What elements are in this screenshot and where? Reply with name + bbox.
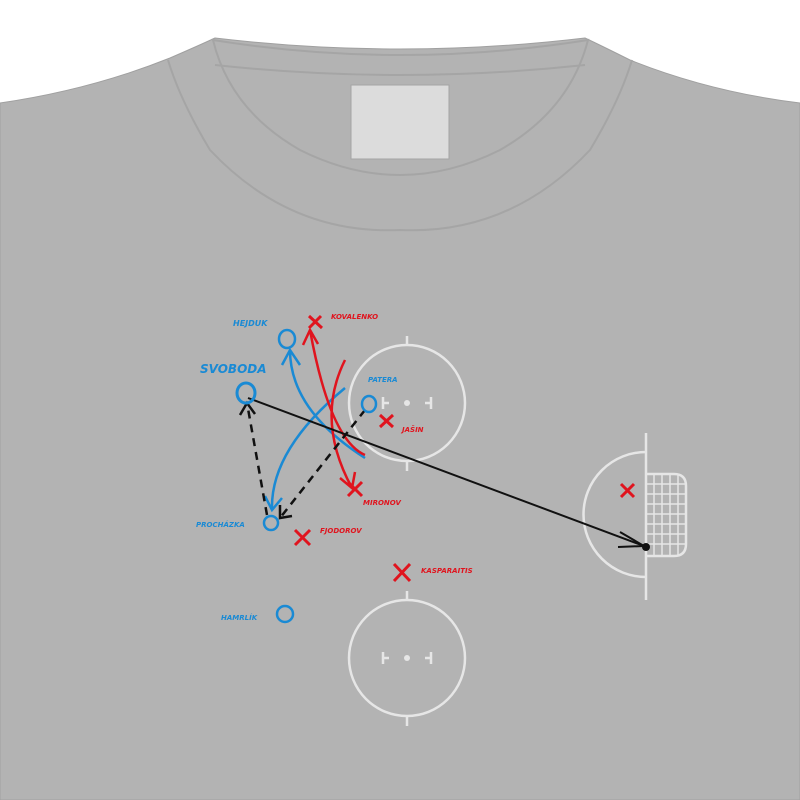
x-marker-fjodorov <box>293 528 312 547</box>
tshirt-body <box>0 37 800 800</box>
blue-player-markers <box>235 328 378 624</box>
label-hamrlik: HAMRLÍK <box>221 613 258 622</box>
x-marker-kovalenko <box>307 314 324 330</box>
player-marker-svoboda <box>235 381 257 405</box>
label-kovalenko: KOVALENKO <box>331 313 378 321</box>
red-player-markers <box>293 314 636 583</box>
label-jasin: JAŠIN <box>400 425 424 434</box>
label-mironov: MIRONOV <box>363 499 401 507</box>
label-patera: PATERA <box>368 376 398 384</box>
play-arrows <box>238 327 648 548</box>
player-marker-hejduk <box>277 328 297 350</box>
player-marker-prochazka <box>262 514 280 532</box>
rink-markings <box>347 336 688 726</box>
x-marker-mironov <box>346 480 364 498</box>
collar <box>167 59 633 232</box>
x-marker-kasparaitis <box>392 562 412 583</box>
label-hejduk: HEJDUK <box>233 319 268 328</box>
x-marker-jasin <box>378 413 395 429</box>
label-fjodorov: FJODOROV <box>320 527 362 535</box>
neck-label <box>350 84 450 160</box>
player-marker-patera <box>360 394 378 414</box>
player-marker-hamrlik <box>275 604 295 624</box>
label-svoboda: SVOBODA <box>200 362 267 376</box>
label-prochazka: PROCHÁZKA <box>196 520 245 529</box>
x-marker-goalie <box>619 482 636 499</box>
label-kasparaitis: KASPARAITIS <box>421 567 473 575</box>
